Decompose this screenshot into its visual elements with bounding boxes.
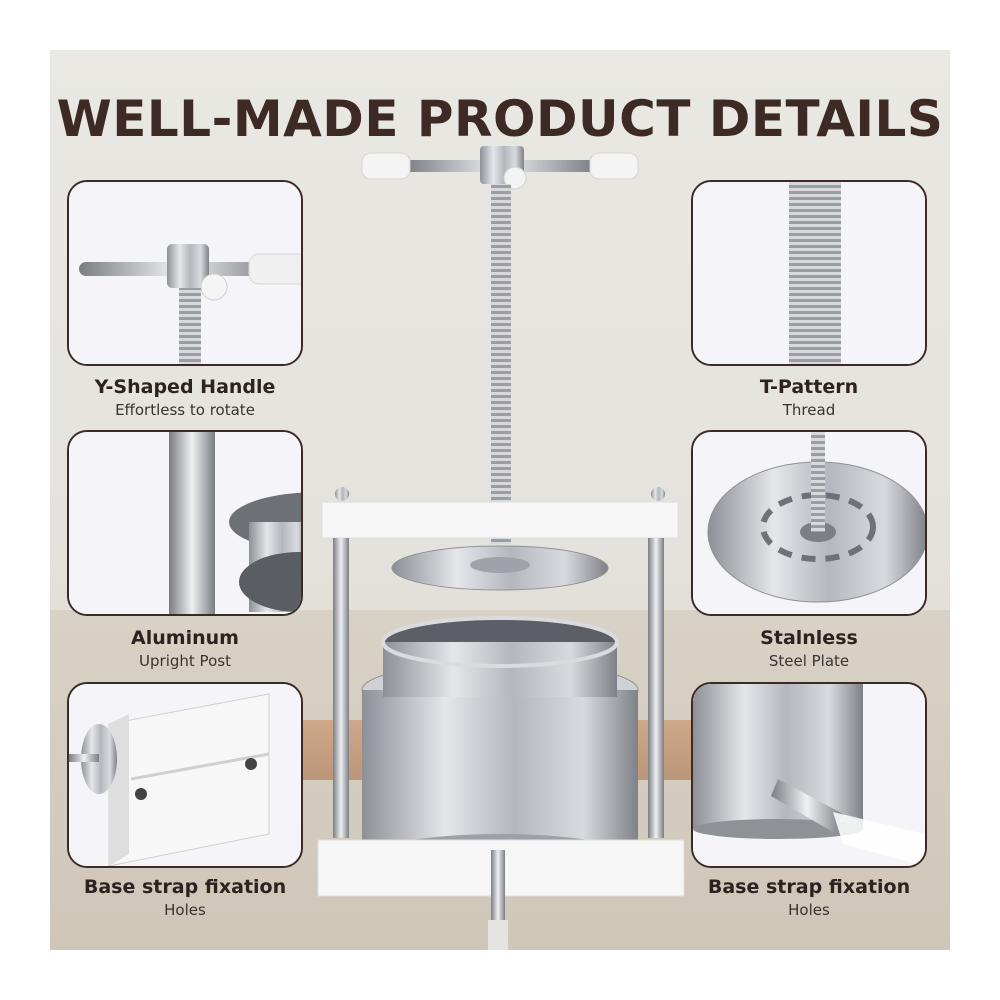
post-closeup-image — [69, 432, 301, 614]
base-strap-closeup-image — [69, 684, 301, 866]
feature-subtitle: Thread — [782, 401, 836, 419]
feature-subtitle: Upright Post — [139, 652, 231, 670]
feature-subtitle: Steel Plate — [768, 652, 850, 670]
fruit-press-image — [317, 146, 685, 950]
feature-title: T-Pattern — [759, 376, 859, 398]
card-t-pattern-thread — [691, 180, 927, 366]
card-y-shaped-handle — [67, 180, 303, 366]
card-stainless-plate — [691, 430, 927, 616]
product-detail-panel: WELL-MADE PRODUCT DETAILS — [50, 50, 950, 950]
feature-subtitle: Holes — [164, 901, 206, 919]
feature-title: Y-Shaped Handle — [94, 376, 276, 398]
page-title: WELL-MADE PRODUCT DETAILS — [56, 90, 944, 148]
thread-closeup-image — [693, 182, 925, 364]
feature-title: Base strap fixation — [83, 876, 287, 898]
plate-closeup-image — [693, 432, 925, 614]
card-base-strap-left — [67, 682, 303, 868]
feature-title: Aluminum — [131, 627, 239, 649]
feature-subtitle: Holes — [788, 901, 830, 919]
feature-title: Base strap fixation — [707, 876, 911, 898]
feature-title: Stalnless — [760, 627, 858, 649]
card-aluminum-post — [67, 430, 303, 616]
handle-closeup-image — [69, 182, 301, 364]
spout-closeup-image — [693, 684, 925, 866]
card-base-strap-right — [691, 682, 927, 868]
feature-subtitle: Effortless to rotate — [115, 401, 255, 419]
